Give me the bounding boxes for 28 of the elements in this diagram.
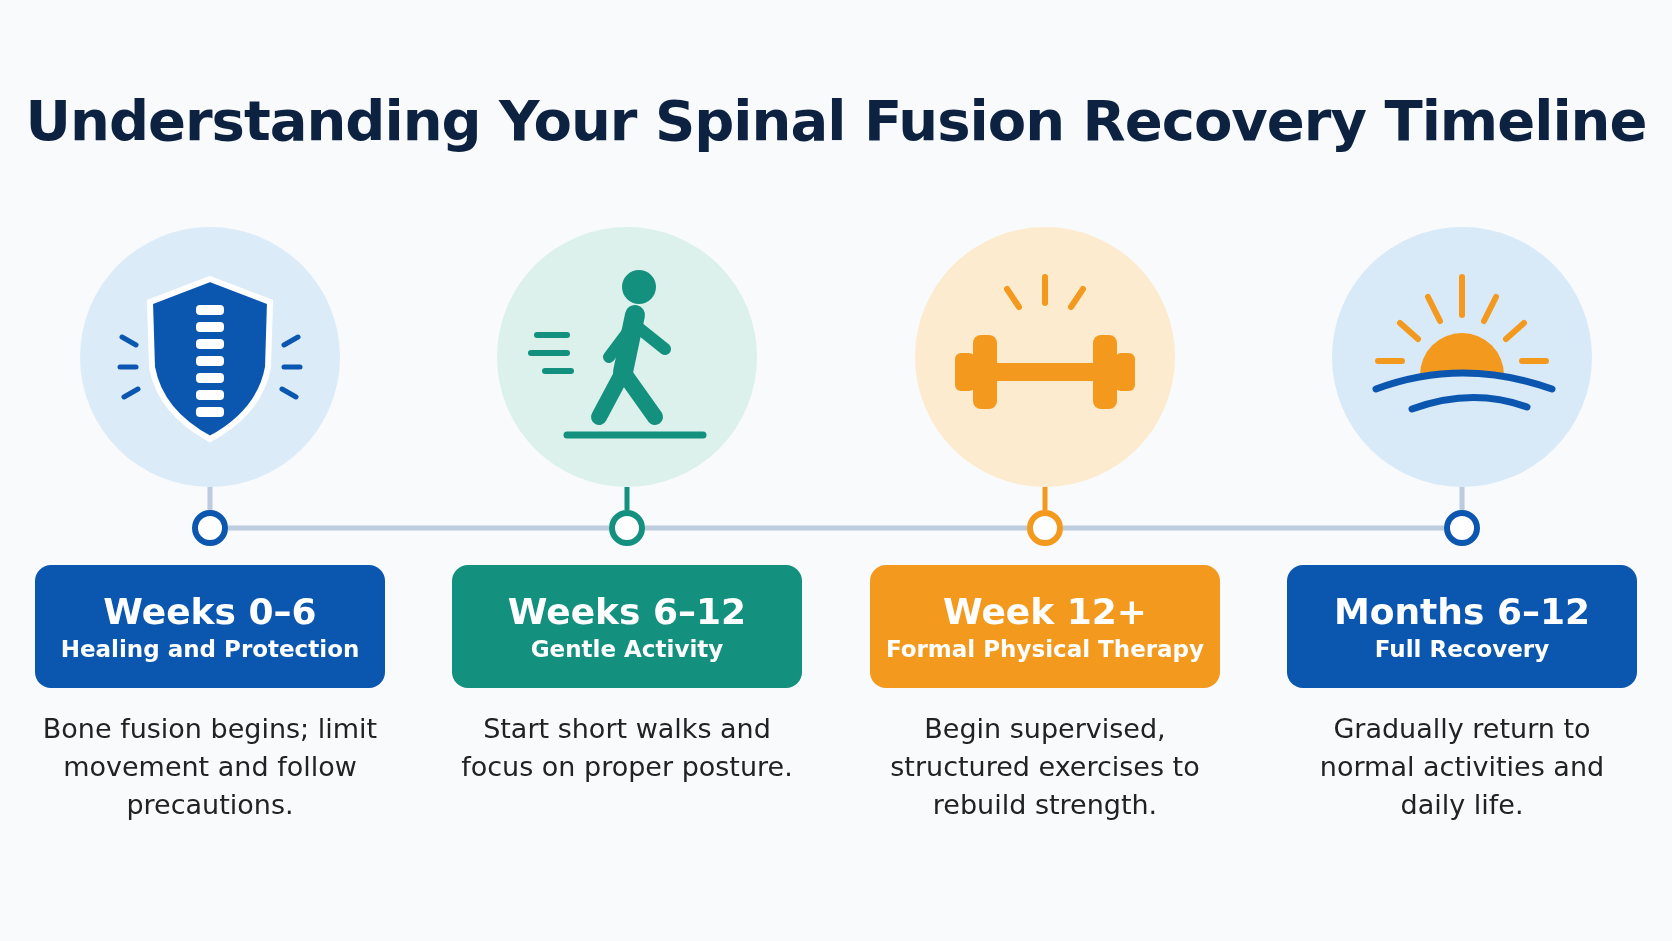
connector-line [207, 487, 213, 510]
phase-card [452, 565, 802, 688]
phase-subtitle: Formal Physical Therapy [884, 636, 1206, 662]
phase-heading: Week 12+ [942, 591, 1148, 632]
phase-heading: Weeks 0–6 [102, 591, 318, 632]
phase-heading: Months 6–12 [1332, 591, 1592, 632]
phase-heading: Weeks 6–12 [506, 591, 748, 632]
phase-card [1287, 565, 1637, 688]
connector-line [1459, 487, 1465, 510]
phase-description: Begin supervised, structured exercises to rebuild strength. [889, 712, 1201, 822]
timeline-dot [192, 510, 228, 546]
connector-line [645, 525, 1027, 531]
connector-line [228, 525, 609, 531]
phase-card [870, 565, 1220, 688]
connector-line [624, 487, 630, 510]
phase-subtitle: Full Recovery [1373, 636, 1551, 662]
title: Understanding Your Spinal Fusion Recovery Timeline [24, 88, 1648, 153]
phase-description: Start short walks and focus on proper posture. [460, 712, 794, 784]
phase-description: Gradually return to normal activities and daily life. [1318, 712, 1606, 822]
connector-line [1063, 525, 1444, 531]
phase-subtitle: Gentle Activity [529, 636, 725, 662]
timeline-dot [1444, 510, 1480, 546]
connector-line [1042, 487, 1048, 510]
timeline-dot [609, 510, 645, 546]
timeline-dot [1027, 510, 1063, 546]
phase-card [35, 565, 385, 688]
phase-subtitle: Healing and Protection [59, 636, 361, 662]
phase-description: Bone fusion begins; limit movement and follow precautions. [41, 712, 379, 822]
